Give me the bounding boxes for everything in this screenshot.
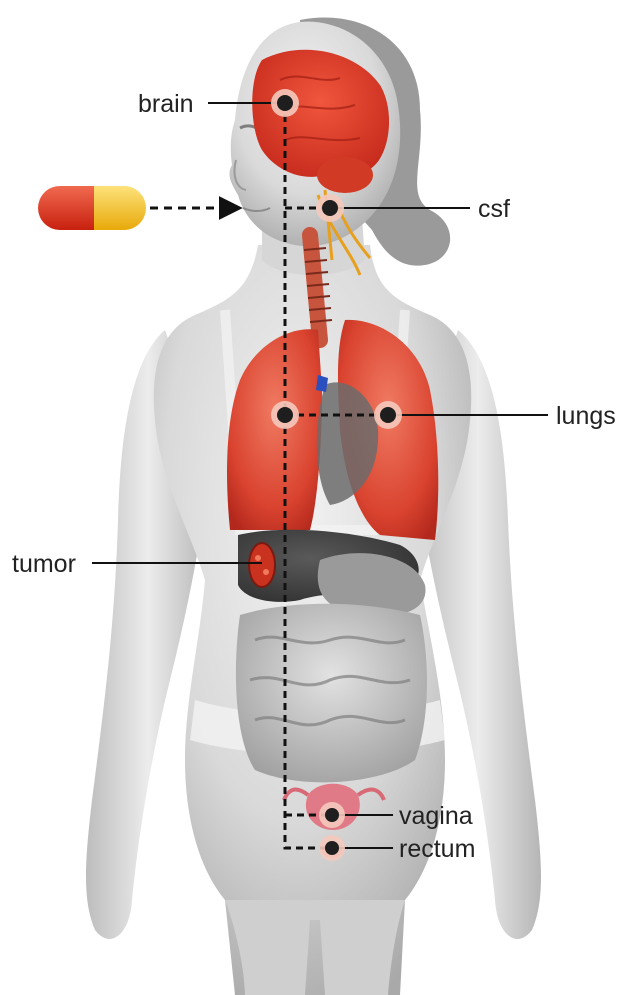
tumor-speckle (255, 555, 261, 561)
lung-marker-right (374, 401, 402, 429)
vessel (316, 375, 328, 392)
rectum-label: rectum (399, 835, 475, 863)
vagina-label: vagina (399, 802, 473, 830)
csf-label: csf (478, 195, 510, 223)
trachea (310, 235, 320, 340)
rectum-marker (319, 835, 345, 861)
cerebellum (317, 157, 373, 193)
tumor-speckle (263, 569, 269, 575)
tumor-label: tumor (12, 550, 76, 578)
lungs-label: lungs (556, 402, 616, 430)
lung-marker-left (271, 401, 299, 429)
brain-marker (271, 89, 299, 117)
brain-label: brain (138, 90, 194, 118)
tumor-mass (249, 543, 275, 587)
capsule-pill-icon (38, 186, 146, 230)
intestines (236, 604, 427, 783)
csf-marker (316, 194, 344, 222)
vagina-marker (319, 802, 345, 828)
